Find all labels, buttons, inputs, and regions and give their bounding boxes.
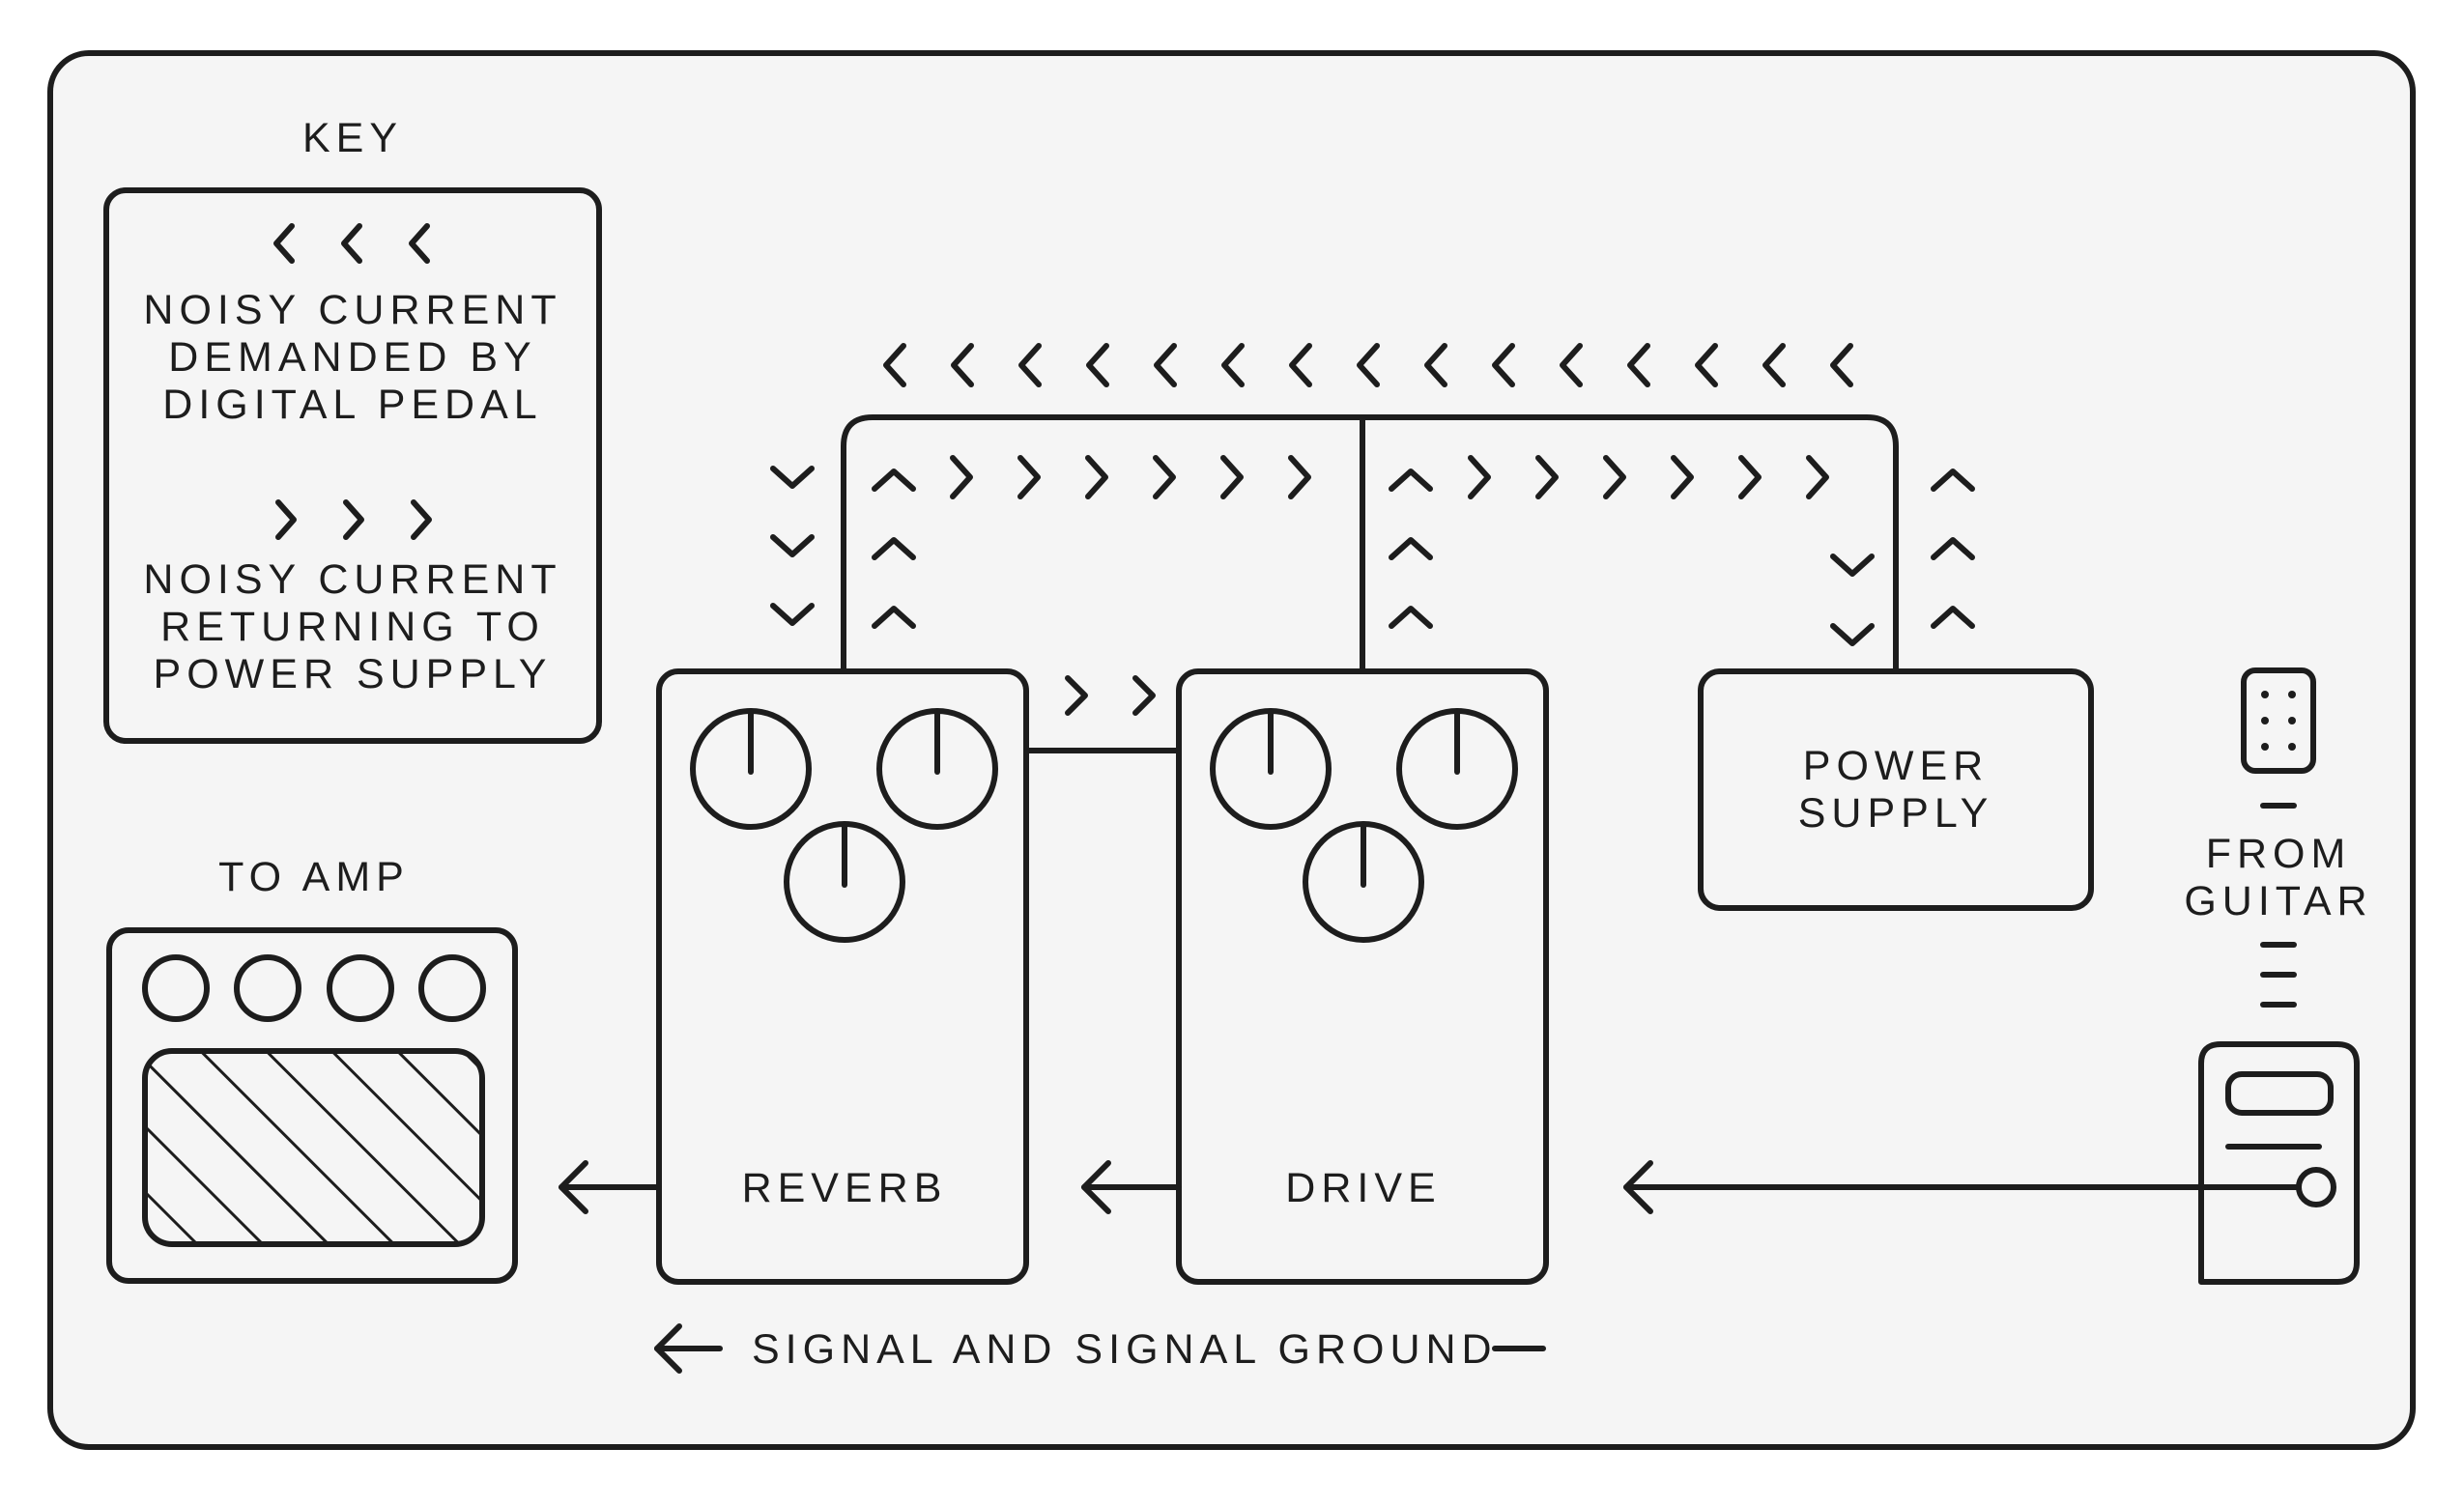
drive-label: DRIVE [1285, 1165, 1441, 1211]
power-supply-box [1698, 668, 2094, 911]
key-left-chevrons-icon [273, 223, 430, 264]
guitar-cable-dashes [2260, 942, 2297, 1008]
reverb-return-up-chevrons-icon [872, 469, 916, 629]
reverb-demand-down-chevrons-icon [770, 466, 815, 626]
key-right-chevrons-icon [275, 499, 432, 540]
returning-current-chevrons-icon [950, 455, 1829, 716]
supply-demand-down-chevrons-icon [1830, 554, 1875, 646]
reverb-pedal [656, 668, 1029, 1285]
drive-to-reverb-arrowhead-icon [1081, 1160, 1111, 1214]
signal-and-ground-label: SIGNAL AND SIGNAL GROUND [752, 1326, 1498, 1373]
key-returning-line-1: NOISY CURRENT [143, 556, 561, 603]
supply-return-up-chevrons-icon [1931, 469, 1975, 629]
key-returning-line-2: RETURNING TO [160, 604, 545, 650]
key-returning-line-3: POWER SUPPLY [154, 651, 553, 697]
guitar-label-line-2: GUITAR [2184, 878, 2372, 924]
drive-pedal [1176, 668, 1549, 1285]
power-supply-line-1: POWER [1803, 743, 1989, 789]
power-supply-line-2: SUPPLY [1798, 790, 1994, 837]
diagram-frame [47, 50, 2416, 1450]
key-title: KEY [302, 115, 403, 161]
reverb-to-amp-arrowhead-icon [559, 1160, 588, 1214]
reverb-label: REVERB [742, 1165, 948, 1211]
guitar-plug-icon [2241, 667, 2316, 809]
key-demanded-line-3: DIGITAL PEDAL [162, 382, 542, 428]
power-bus-cable [841, 414, 1899, 674]
signal-direction-arrow-icon [654, 1323, 723, 1374]
drive-return-up-chevrons-icon [1389, 469, 1433, 629]
guitar-body-icon [2198, 1041, 2360, 1285]
demanded-current-chevrons-icon [883, 343, 1853, 387]
guitar-to-drive-arrowhead-icon [1623, 1160, 1653, 1214]
key-demanded-line-2: DEMANDED BY [168, 334, 536, 381]
amp-label: TO AMP [218, 854, 410, 900]
amp-icon [106, 927, 518, 1284]
guitar-label-line-1: FROM [2206, 831, 2352, 877]
key-box [103, 187, 602, 744]
guitar-output-jack [2296, 1167, 2336, 1207]
key-demanded-line-1: NOISY CURRENT [143, 287, 561, 333]
